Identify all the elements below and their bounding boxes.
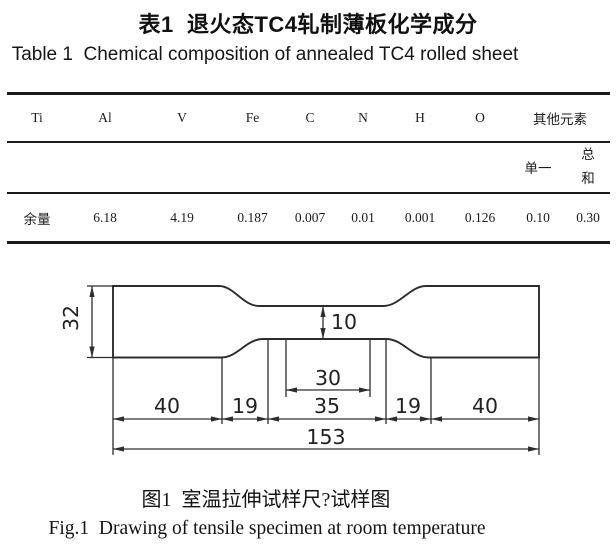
cell-v: 4.19	[170, 209, 194, 225]
extension-lines	[87, 285, 540, 455]
empty-cell	[284, 142, 336, 194]
cell-ti-balance: 余量	[23, 211, 51, 227]
col-header-ti: Ti	[31, 109, 43, 125]
empty-cell	[390, 142, 450, 194]
table-data-row: 余量 6.18 4.19 0.187 0.007 0.01 0.001 0.12…	[7, 193, 610, 243]
empty-cell	[221, 142, 284, 194]
figure-caption-en: Fig.1 Drawing of tensile specimen at roo…	[48, 518, 486, 539]
cell-n: 0.01	[351, 209, 375, 225]
dim-30: 30	[286, 366, 370, 393]
table-title-zh: 表1 退火态TC4轧制薄板化学成分	[138, 12, 478, 37]
empty-cell	[7, 142, 67, 194]
dim-40-right-label: 40	[472, 394, 498, 418]
col-header-n: N	[358, 109, 368, 125]
figure-caption-zh: 图1 室温拉伸试样尺?试样图	[141, 489, 391, 511]
cell-total: 0.30	[576, 209, 600, 225]
dim-40-left-label: 40	[154, 394, 180, 418]
cell-al: 6.18	[93, 209, 117, 225]
dim-19-right-label: 19	[395, 394, 421, 418]
dim-32: 32	[59, 286, 95, 358]
subheader-total: 总和	[566, 142, 610, 194]
dim-chain: 40 19 35 19 40	[113, 394, 539, 422]
empty-cell	[450, 142, 510, 194]
cell-h: 0.001	[404, 209, 436, 225]
dim-30-label: 30	[315, 366, 341, 390]
col-header-c: C	[305, 109, 315, 125]
dim-153: 153	[113, 425, 539, 452]
dim-32-label: 32	[59, 305, 83, 331]
subheader-single: 单一	[524, 161, 552, 177]
col-header-h: H	[415, 109, 425, 125]
col-header-v: V	[177, 109, 187, 125]
cell-c: 0.007	[294, 209, 326, 225]
col-header-other-elements: 其他元素	[533, 111, 587, 127]
dim-153-label: 153	[306, 425, 345, 449]
cell-fe: 0.187	[237, 209, 268, 225]
empty-cell	[143, 142, 221, 194]
col-header-al: Al	[98, 109, 112, 125]
table-header-row: Ti Al V Fe C N H O 其他元素	[7, 93, 610, 142]
table-title-en: Table 1 Chemical composition of annealed…	[11, 44, 519, 65]
composition-table: Ti Al V Fe C N H O 其他元素 单一 总和 余量 6.1	[7, 92, 610, 244]
dim-10: 10	[320, 306, 357, 339]
dim-19-left-label: 19	[232, 394, 258, 418]
col-header-fe: Fe	[245, 109, 260, 125]
specimen-outline	[112, 285, 540, 359]
cell-o: 0.126	[464, 209, 496, 225]
subheader-total-text: 总和	[581, 146, 595, 187]
table-subheader-row: 单一 总和	[7, 142, 610, 194]
empty-cell	[67, 142, 143, 194]
empty-cell	[336, 142, 390, 194]
specimen-drawing: 32 10 30 40	[59, 285, 540, 455]
dim-10-label: 10	[331, 310, 357, 334]
dim-35-label: 35	[314, 394, 340, 418]
col-header-o: O	[475, 109, 485, 125]
cell-single: 0.10	[526, 209, 550, 225]
